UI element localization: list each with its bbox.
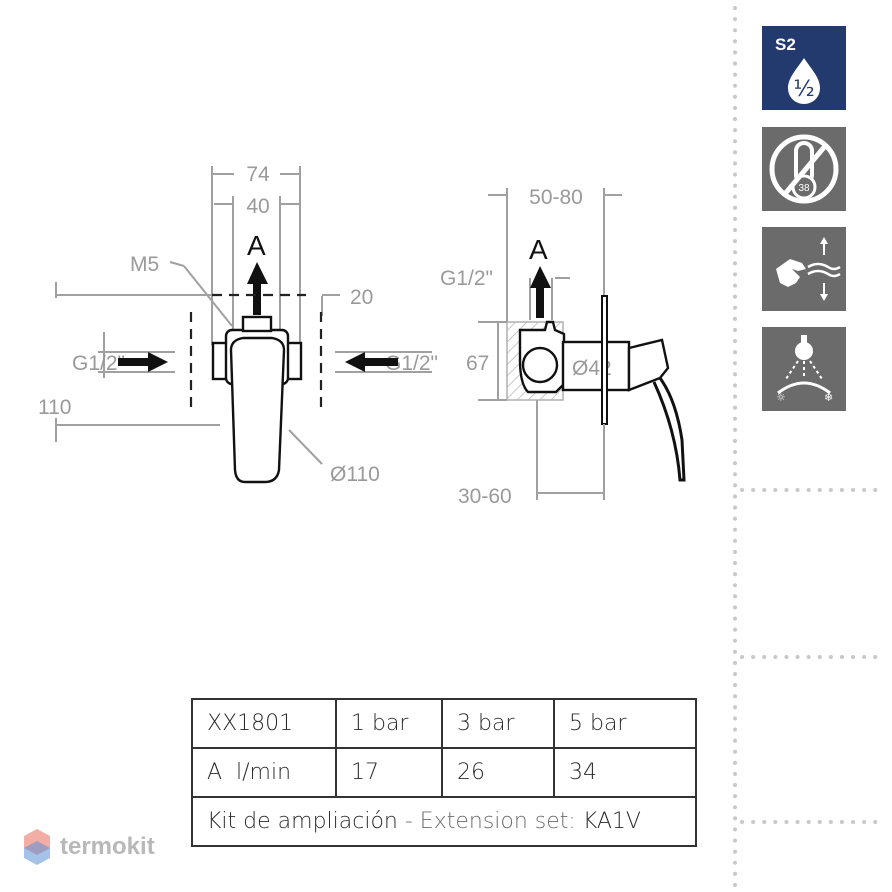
- table-row: Kit de ampliación - Extension set: KA1V: [191, 796, 697, 847]
- flow-1-cell: 17: [335, 747, 443, 798]
- flow-rate-table: XX1801 1 bar 3 bar 5 bar A l/min 17 26 3…: [191, 698, 697, 847]
- brand-name: termokit: [60, 833, 155, 860]
- dim-50-80: 50-80: [529, 186, 583, 209]
- dim-g12-left: G1/2": [72, 352, 125, 375]
- flow-arrow-side-label: A: [529, 234, 548, 265]
- kit-code: KA1V: [575, 809, 641, 834]
- dim-g12-side: G1/2": [440, 267, 493, 290]
- inlet-arrow-right-icon: [345, 352, 398, 372]
- dim-dia110: Ø110: [330, 463, 380, 486]
- shower-temperature-icon: ☼ ❄: [762, 327, 846, 411]
- label-m5: M5: [130, 253, 159, 276]
- outlet-arrow-icon: [247, 262, 268, 315]
- svg-text:❄: ❄: [824, 391, 833, 404]
- flow-3-cell: 26: [441, 747, 555, 798]
- pressure-1-cell: 1 bar: [335, 698, 443, 749]
- pressure-label: S2: [775, 35, 796, 54]
- flow-arrow-label: A: [247, 230, 266, 261]
- dim-g12-right: G1/2": [385, 352, 438, 375]
- dim-67: 67: [466, 352, 489, 375]
- svg-text:☼: ☼: [776, 391, 786, 404]
- kit-separator: -: [397, 809, 420, 834]
- page-dotted-frame: [733, 6, 886, 888]
- termokit-logo-icon: [24, 829, 50, 865]
- dim-30-60: 30-60: [458, 485, 512, 508]
- pressure-class-icon: S2 ½: [762, 26, 846, 110]
- kit-label-en: Extension set:: [419, 809, 576, 834]
- dim-40: 40: [246, 195, 269, 218]
- outlet-arrow-side-icon: [530, 266, 551, 318]
- pressure-3-cell: 3 bar: [441, 698, 555, 749]
- side-view: 50-80 G1/2" A 67 Ø42 30-60: [440, 186, 686, 508]
- model-cell: XX1801: [191, 698, 337, 749]
- pressure-fraction: ½: [793, 77, 814, 102]
- dim-20: 20: [350, 286, 373, 309]
- no-thermostat-icon: 38: [762, 127, 846, 211]
- front-view: 74 40 M5 A 20 G1/2" G1/2": [38, 163, 438, 486]
- flow-5-cell: 34: [553, 747, 697, 798]
- kit-label-es: Kit de ampliación: [207, 809, 398, 834]
- dim-74: 74: [246, 163, 270, 186]
- table-row: A l/min 17 26 34: [191, 747, 697, 798]
- extension-set-cell: Kit de ampliación - Extension set: KA1V: [191, 796, 697, 847]
- dim-110: 110: [38, 396, 71, 419]
- table-row: XX1801 1 bar 3 bar 5 bar: [191, 698, 697, 749]
- pressure-5-cell: 5 bar: [553, 698, 697, 749]
- brand-watermark: termokit: [22, 827, 155, 867]
- inlet-arrow-left-icon: [118, 352, 168, 372]
- hand-water-flow-icon: [762, 227, 846, 311]
- thermo-label: 38: [798, 183, 810, 194]
- flow-label-cell: A l/min: [191, 747, 337, 798]
